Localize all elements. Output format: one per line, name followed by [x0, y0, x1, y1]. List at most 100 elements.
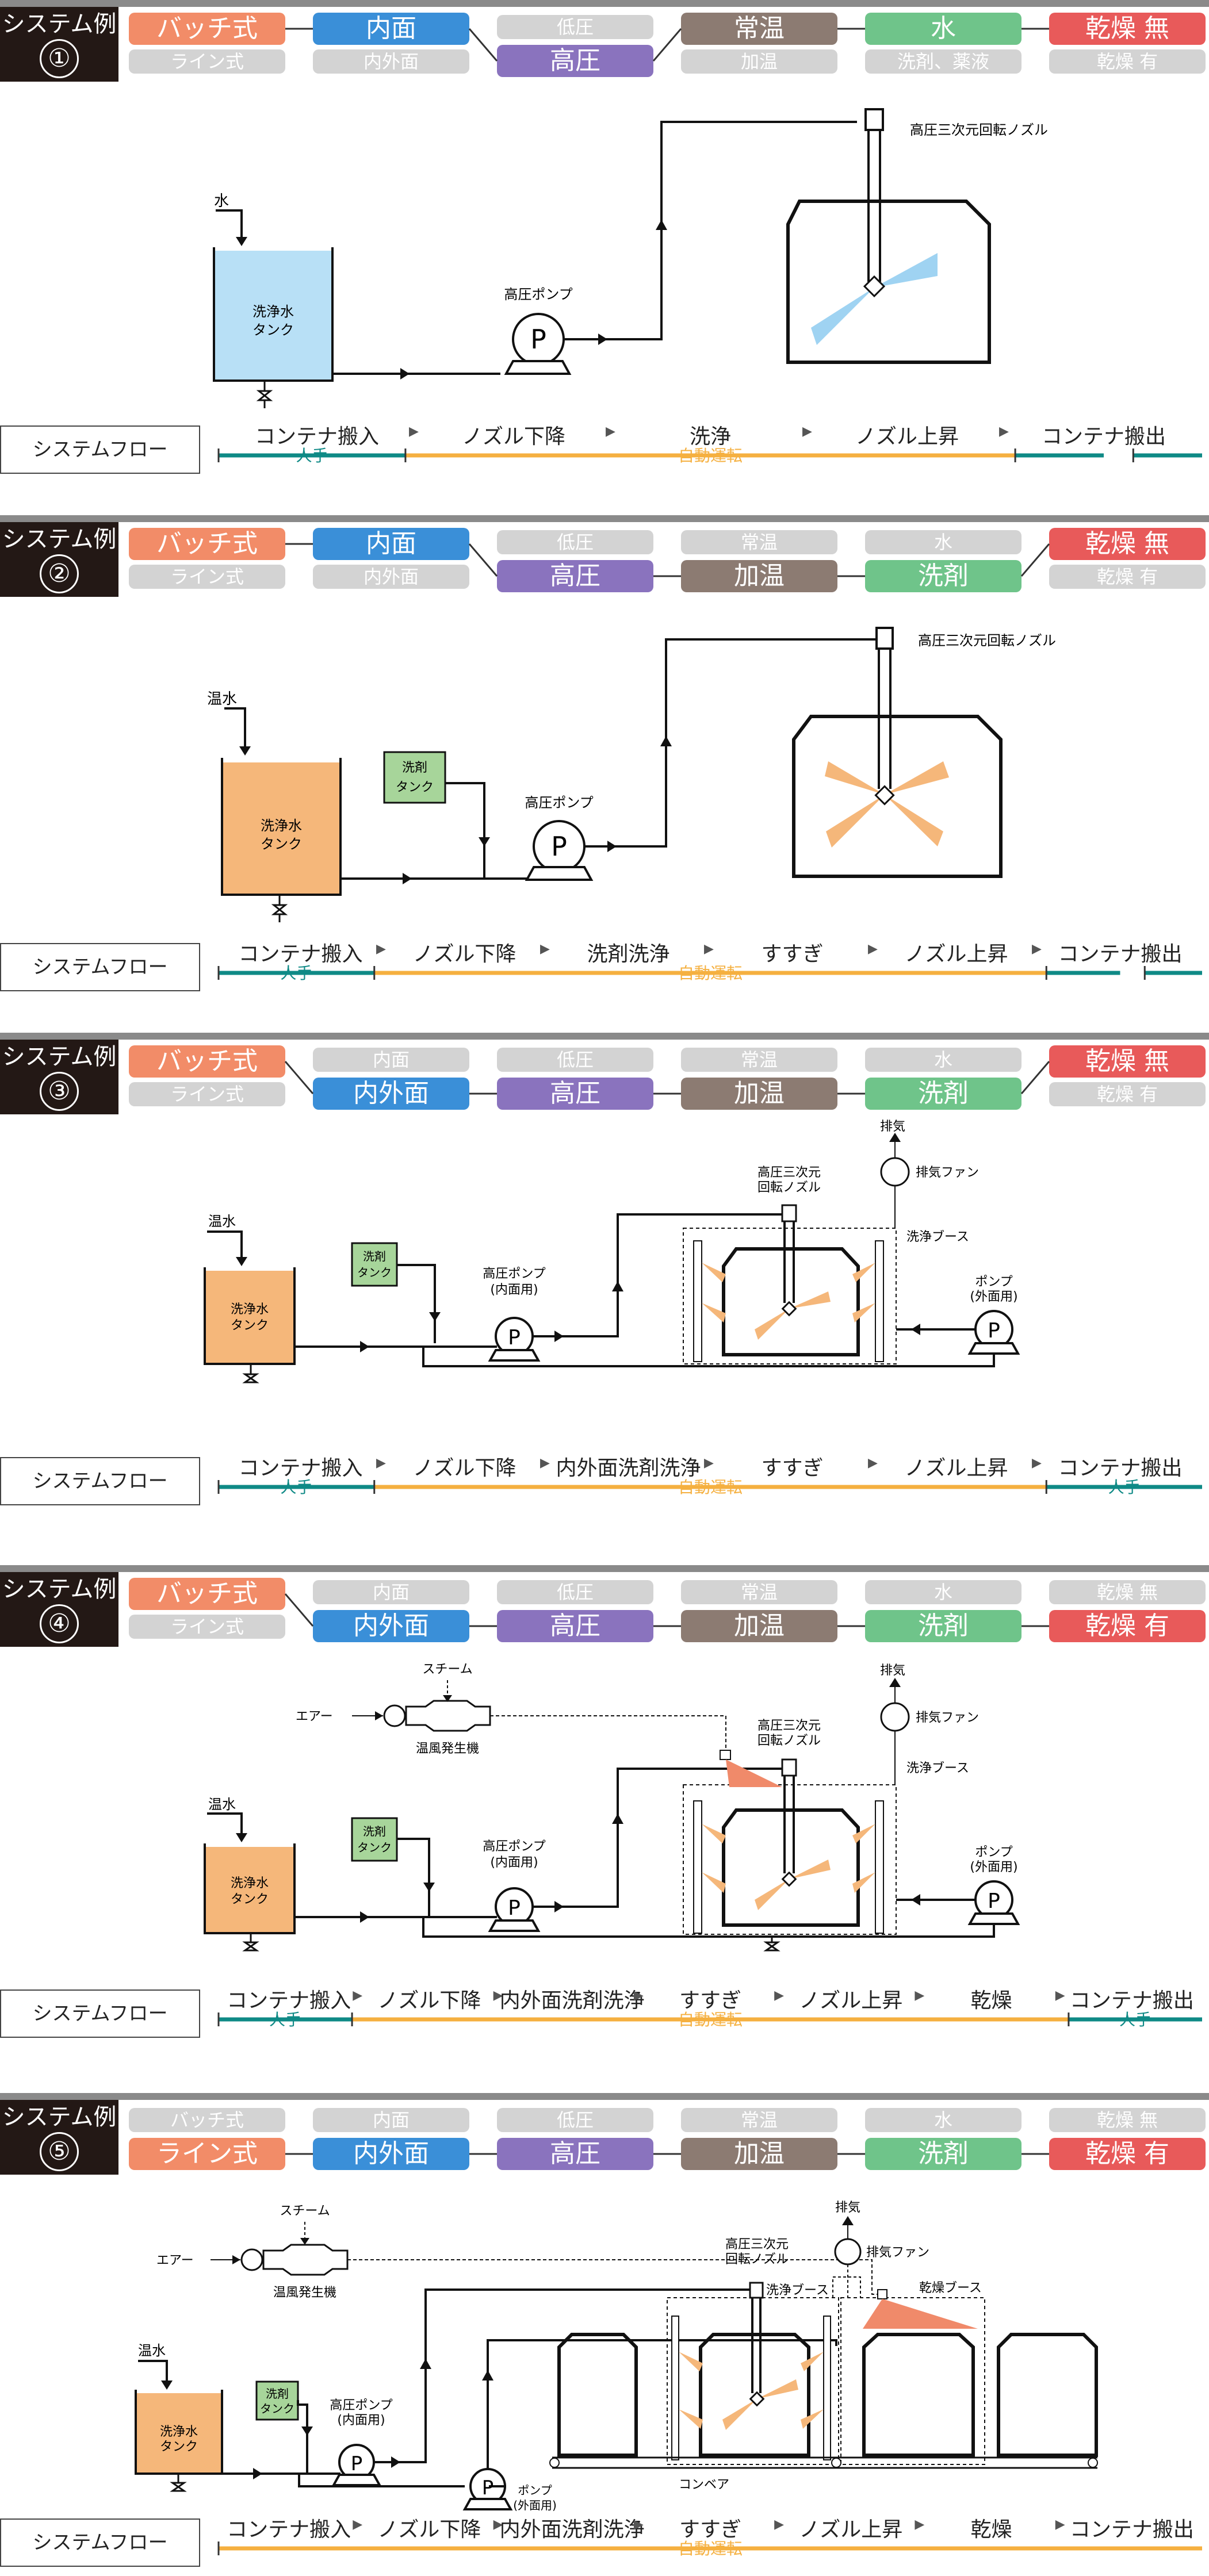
pump-label-1: 高圧ポンプ	[330, 2398, 392, 2413]
example-title: システム例	[2, 11, 117, 37]
pipe-line	[533, 1213, 782, 1337]
option-connector	[652, 28, 682, 62]
detergent-label-1: 洗剤	[363, 1824, 386, 1838]
flow-step: ノズル上昇	[904, 1456, 1008, 1480]
pump-base	[488, 1349, 541, 1362]
flow-arrow-icon: ▶	[802, 424, 812, 439]
pump-label-2: (内面用)	[490, 1856, 538, 1870]
option-inner-bottom: 内外面	[313, 2138, 469, 2170]
spray-pattern	[885, 795, 943, 846]
operation-bar: 人手自動運転	[217, 446, 1202, 465]
pipe-line	[374, 2288, 753, 2463]
pipe-line	[445, 782, 485, 879]
nozzle-label: 高圧三次元回転ノズル	[910, 122, 1048, 138]
tank-outline	[204, 1267, 296, 1365]
conveyor-roller	[549, 2458, 560, 2468]
detergent-tank	[351, 1242, 398, 1287]
pipe-line	[487, 2339, 837, 2487]
option-pressure-bottom: 高圧	[497, 1078, 653, 1110]
option-batch-top: バッチ式	[129, 13, 285, 45]
manual-segment-label: 人手	[280, 964, 312, 983]
flow-arrow	[236, 1833, 247, 1842]
detergent-tank	[351, 1817, 398, 1862]
option-dry-top: 乾燥 無	[1049, 1580, 1206, 1604]
spray-pattern	[801, 2352, 824, 2371]
option-connectors	[285, 2153, 1049, 2155]
system-flow-label: システムフロー	[0, 425, 200, 474]
heater-label: 温風発生機	[273, 2286, 336, 2300]
option-dry-top: 乾燥 無	[1049, 1045, 1206, 1078]
operation-bar: 人手自動運転人手	[217, 1478, 1202, 1497]
hot-water-tank	[205, 1271, 294, 1364]
option-agent-top: 水	[865, 530, 1021, 554]
wash-booth	[683, 1228, 897, 1364]
nozzle-head	[781, 1204, 797, 1222]
flow-step: 乾燥	[970, 1989, 1012, 2012]
nozzle-label: 高圧三次元回転ノズル	[918, 632, 1056, 649]
option-connector	[468, 543, 498, 577]
flow-step: ノズル上昇	[799, 2518, 903, 2542]
flow-arrow-icon: ▶	[774, 1988, 785, 2003]
pump-label-2: (内面用)	[490, 1283, 538, 1297]
fan-label: 排気ファン	[916, 1711, 979, 1725]
pipe-line	[297, 2400, 308, 2474]
manual-segment-label: 人手	[296, 446, 328, 465]
pump-base	[525, 866, 594, 881]
flow-arrow-icon: ▶	[493, 2517, 503, 2532]
pipe-line	[598, 121, 857, 340]
system-example-4: システム例 ④	[0, 1565, 1209, 2094]
booth-label: 洗浄ブース	[906, 1230, 969, 1244]
conveyor-label: コンベア	[679, 2478, 729, 2492]
spray-pattern	[789, 1291, 831, 1309]
option-agent-top: 水	[865, 2108, 1021, 2132]
spray-pattern	[826, 795, 885, 848]
option-inner-bottom: 内外面	[313, 1610, 469, 1642]
nozzle-rotor	[781, 1871, 797, 1887]
wash-booth	[683, 1784, 897, 1935]
option-dry-top: 乾燥 無	[1049, 2108, 1206, 2132]
flow-arrow-icon: ▶	[493, 1988, 503, 2003]
nozzle-shaft	[783, 1221, 795, 1303]
exhaust-label: 排気	[835, 2201, 860, 2215]
exhaust-line	[832, 2264, 861, 2298]
system-flow-row: システムフローコンテナ搬入▶ノズル下降▶洗浄▶ノズル上昇▶コンテナ搬出人手自動運…	[0, 420, 1209, 483]
spray-pattern	[722, 2399, 757, 2430]
container-outline	[997, 2333, 1098, 2457]
booth-rail-left	[693, 1800, 702, 1934]
flow-arrow-icon: ▶	[540, 942, 550, 956]
detergent-tank	[383, 751, 446, 804]
spray-pattern	[702, 1263, 726, 1282]
auto-segment-label: 自動運転	[678, 2010, 743, 2029]
option-connector	[284, 1061, 314, 1094]
flow-arrow	[301, 2426, 313, 2436]
flow-arrow-icon: ▶	[868, 942, 878, 956]
conveyor	[552, 2456, 1097, 2469]
system-flow-label: システムフロー	[0, 2518, 200, 2567]
flow-step: コンテナ搬出	[1069, 1989, 1194, 2012]
pipe-line	[422, 1347, 995, 1367]
nozzle-head	[864, 108, 884, 131]
flow-arrow	[232, 2255, 240, 2264]
option-agent-bottom: 洗剤	[865, 1078, 1021, 1110]
example-title: システム例	[2, 1576, 117, 1603]
container-outline	[786, 200, 991, 364]
option-connectors	[284, 1593, 1049, 1627]
pump-letter: P	[530, 324, 546, 355]
booth-rail-left	[671, 2316, 679, 2460]
system-example-5: システム例 ⑤	[0, 2093, 1209, 2576]
option-temp-top: 常温	[681, 530, 837, 554]
pump-base	[462, 2498, 513, 2510]
tank-label-1: 洗浄水	[160, 2425, 198, 2439]
hot-water-tank	[205, 1847, 294, 1933]
outer-pump-label-2: (外面用)	[970, 1860, 1017, 1874]
flow-arrow-icon: ▶	[1032, 1456, 1042, 1470]
pump-letter: P	[551, 831, 567, 862]
section-divider	[0, 515, 1209, 522]
hot-air-line	[490, 1715, 726, 1749]
flow-step: 内外面洗剤洗浄	[499, 1989, 645, 2012]
system-diagram: 温水 洗浄水 タンク 洗剤 タンク P 高圧ポンプ (内面用) 高圧三次元 回転…	[204, 1120, 1020, 1383]
container-outline	[699, 2333, 810, 2457]
hot-water-tank	[222, 762, 340, 895]
hot-air-pattern	[726, 1759, 782, 1787]
pump-label-2: (内面用)	[337, 2413, 385, 2428]
